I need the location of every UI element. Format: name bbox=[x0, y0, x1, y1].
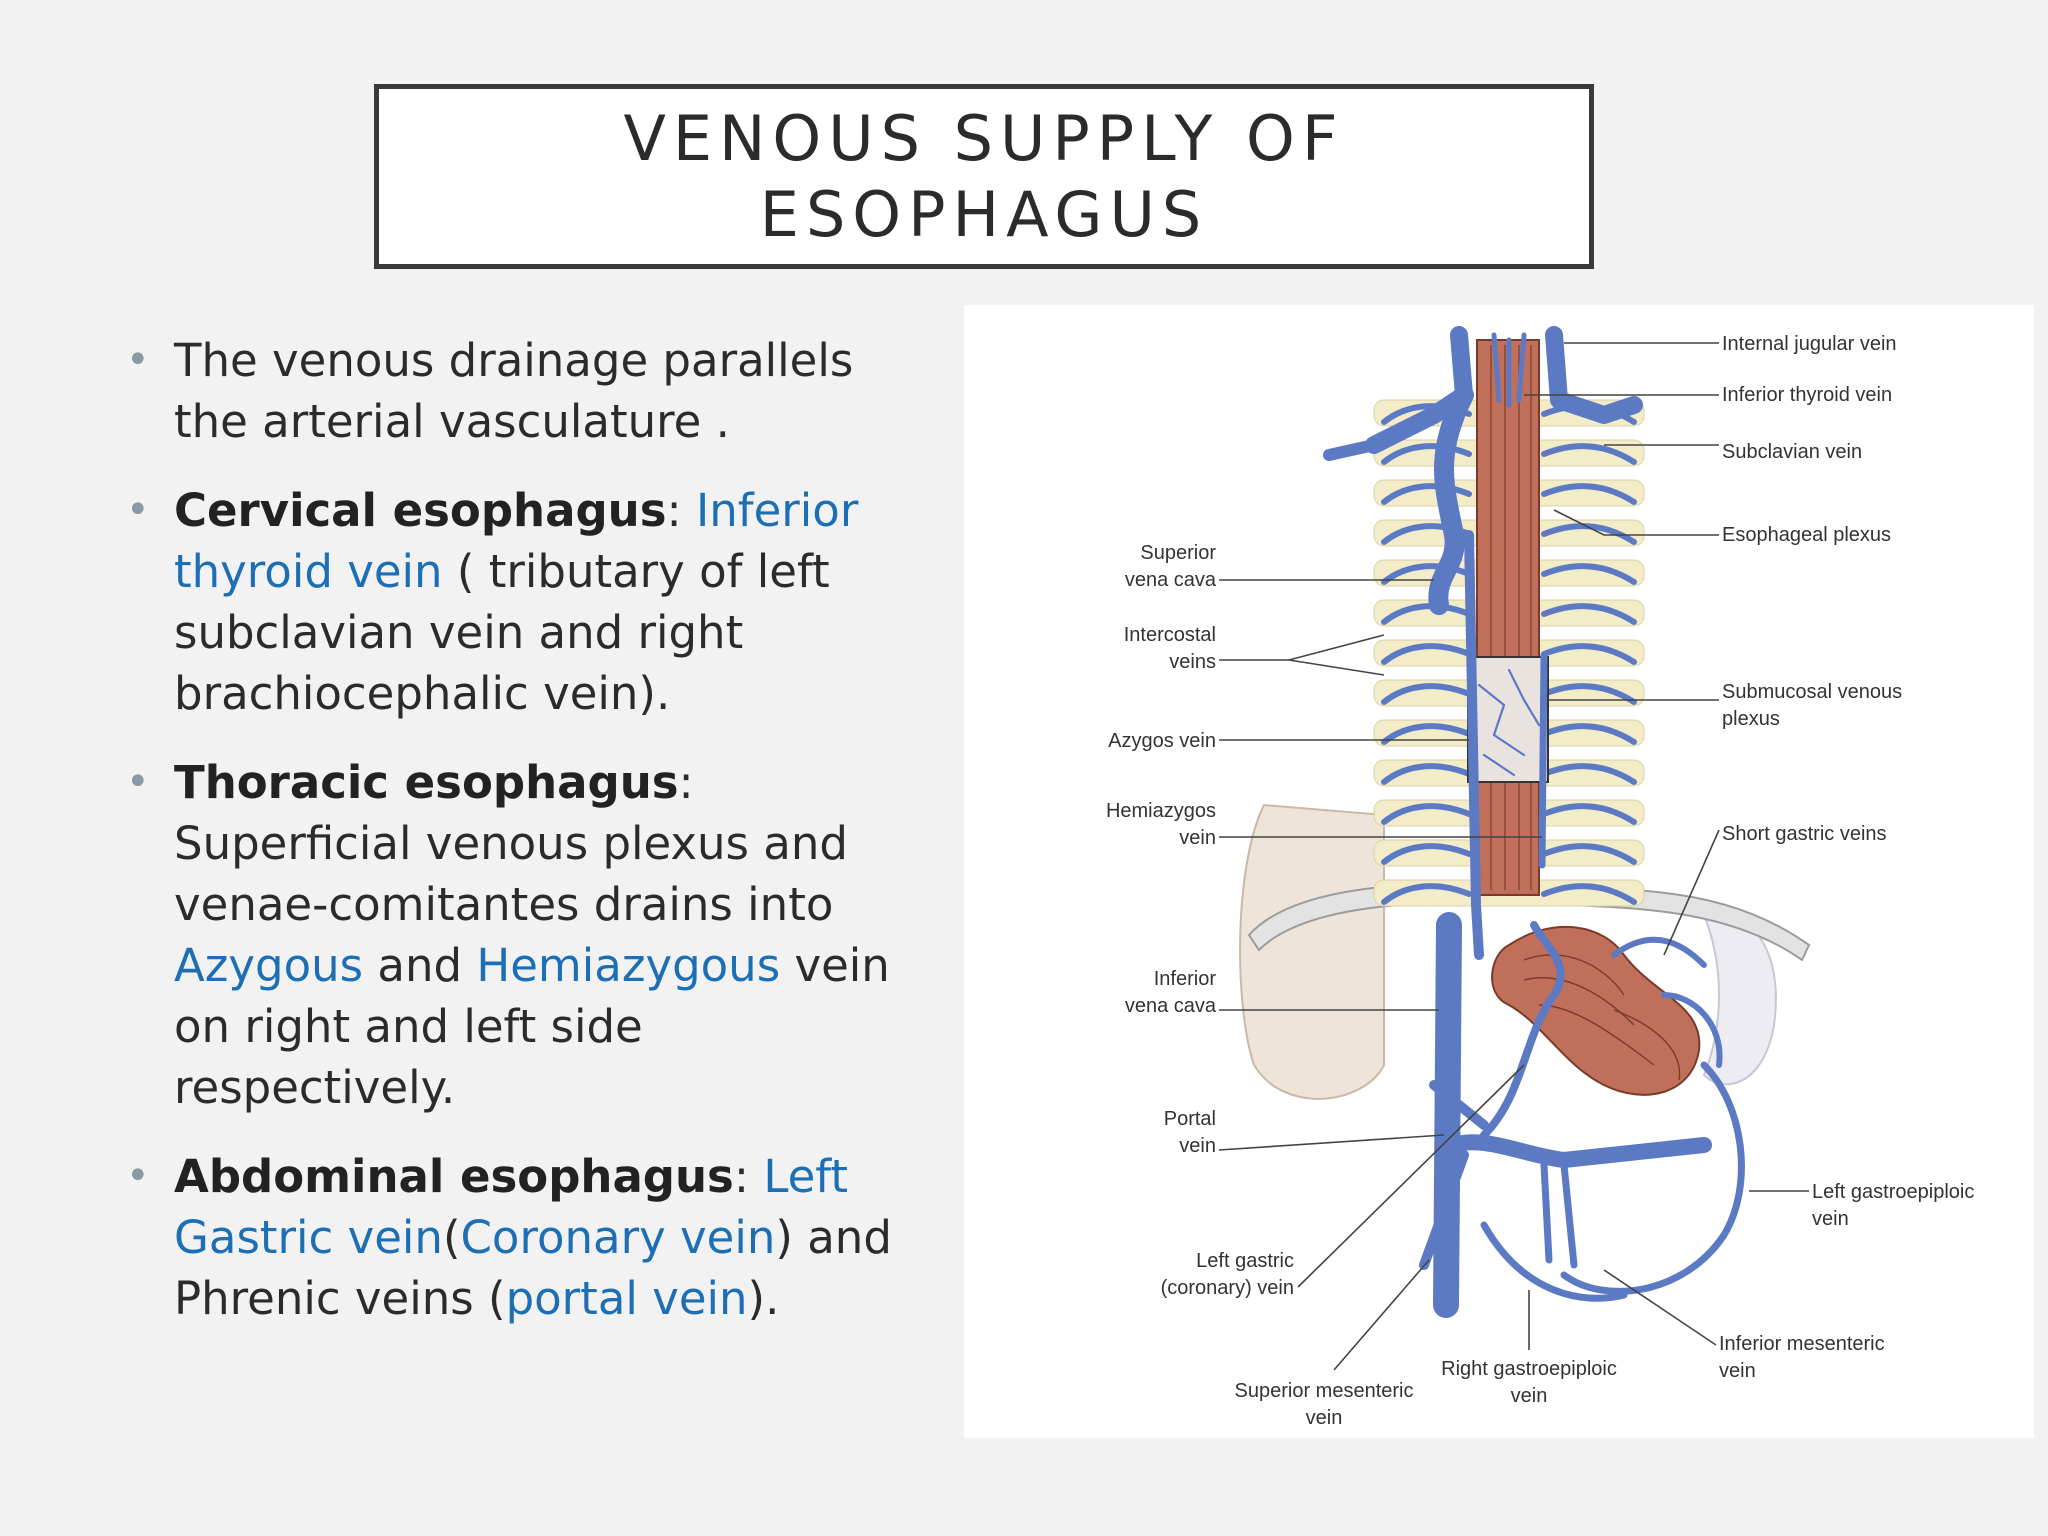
intercostal-vein-left bbox=[1541, 563, 1637, 585]
figure-label: Internal jugular vein bbox=[1722, 333, 1897, 355]
intercostal-vein-left bbox=[1541, 843, 1637, 865]
submucosal-veins bbox=[1477, 668, 1541, 777]
slide-title: Venous supply of esophagus bbox=[623, 101, 1345, 251]
intercostal-vein-left bbox=[1541, 443, 1637, 465]
intercostal-vein-right bbox=[1381, 563, 1472, 585]
bullet-heading: Abdominal esophagus bbox=[174, 1150, 734, 1203]
figure-label: Inferior thyroid vein bbox=[1722, 384, 1892, 406]
intercostal-vein-left bbox=[1541, 683, 1637, 705]
leader-line bbox=[1297, 1064, 1525, 1288]
figure-label: Subclavian vein bbox=[1722, 441, 1862, 463]
highlighted-term: Coronary vein bbox=[460, 1211, 776, 1264]
bullet-item: • Abdominal esophagus: Left Gastric vein(… bbox=[120, 1146, 910, 1329]
bullet-dot: • bbox=[126, 759, 150, 805]
bullet-text: ( bbox=[442, 1211, 461, 1264]
intercostal-vein-left bbox=[1541, 723, 1637, 745]
intercostal-vein-right bbox=[1381, 683, 1472, 705]
figure-label: Short gastric veins bbox=[1722, 823, 1887, 845]
highlighted-term: Inferior thyroid vein bbox=[174, 484, 859, 598]
leader-line bbox=[1333, 1259, 1430, 1371]
leader-lines bbox=[1218, 342, 1809, 1371]
bullet-item: • Cervical esophagus: Inferior thyroid ve… bbox=[120, 480, 910, 724]
intercostal-vein-right bbox=[1381, 603, 1472, 625]
figure-label: Esophageal plexus bbox=[1722, 524, 1891, 546]
bullet-text: : bbox=[733, 1150, 764, 1203]
leader-line bbox=[1603, 1269, 1717, 1346]
liver-shape bbox=[1239, 803, 1385, 1100]
figure-label: Left gastric(coronary) vein bbox=[1161, 1250, 1294, 1299]
bullet-list: • The venous drainage parallels the arter… bbox=[120, 330, 910, 1357]
stomach-shape bbox=[1491, 925, 1701, 1096]
intercostal-vein-right bbox=[1381, 803, 1472, 825]
highlighted-term: Left Gastric vein bbox=[174, 1150, 848, 1264]
intercostal-vein-left bbox=[1541, 643, 1637, 665]
bullet-dot: • bbox=[126, 1153, 150, 1199]
intercostal-vein-left bbox=[1541, 603, 1637, 625]
esophagus-tube bbox=[1476, 339, 1540, 896]
bullet-item: • The venous drainage parallels the arter… bbox=[120, 330, 910, 452]
intercostal-vein-right bbox=[1381, 643, 1472, 665]
bullet-text: vein on right and left side respectively… bbox=[174, 939, 890, 1114]
intercostal-vein-right bbox=[1381, 483, 1472, 505]
intercostal-vein-right bbox=[1381, 723, 1472, 745]
intercostal-vein-right bbox=[1381, 443, 1472, 465]
leader-line bbox=[1663, 829, 1720, 956]
intercostal-vein-right bbox=[1381, 843, 1472, 865]
bullet-text: and bbox=[363, 939, 477, 992]
bullet-heading: Thoracic esophagus bbox=[174, 756, 679, 809]
leader-line bbox=[1218, 1134, 1445, 1151]
intercostal-vein-left bbox=[1541, 883, 1637, 905]
intercostal-vein-right bbox=[1381, 763, 1472, 785]
bullet-dot: • bbox=[126, 337, 150, 383]
intercostal-vein-right bbox=[1381, 883, 1472, 905]
title-box: Venous supply of esophagus bbox=[374, 84, 1594, 269]
bullet-heading: Cervical esophagus bbox=[174, 484, 667, 537]
bullet-text: The venous drainage parallels the arteri… bbox=[174, 334, 854, 448]
intercostal-vein-left bbox=[1541, 523, 1637, 545]
bullet-text: ( tributary of left subclavian vein and … bbox=[174, 545, 830, 720]
bullet-text: : bbox=[666, 484, 696, 537]
intercostal-vein-left bbox=[1541, 803, 1637, 825]
highlighted-term: Azygous bbox=[174, 939, 364, 992]
intercostal-vein-left bbox=[1541, 763, 1637, 785]
intercostal-vein-left bbox=[1541, 483, 1637, 505]
highlighted-term: portal vein bbox=[505, 1272, 748, 1325]
leader-line bbox=[1553, 509, 1719, 536]
highlighted-term: Hemiazygous bbox=[476, 939, 781, 992]
bullet-text: : Superficial venous plexus and venae-co… bbox=[174, 756, 848, 931]
leader-line bbox=[1219, 634, 1385, 661]
bullet-dot: • bbox=[126, 487, 150, 533]
bullet-text: ). bbox=[747, 1272, 780, 1325]
figure-label: Azygos vein bbox=[1108, 730, 1216, 752]
bullet-item: • Thoracic esophagus: Superficial venous … bbox=[120, 752, 910, 1118]
leader-line bbox=[1288, 659, 1385, 676]
esophagus-fibers bbox=[1490, 345, 1532, 890]
vein-network bbox=[1323, 326, 1745, 1318]
bullet-text: ) and Phrenic veins ( bbox=[174, 1211, 892, 1325]
